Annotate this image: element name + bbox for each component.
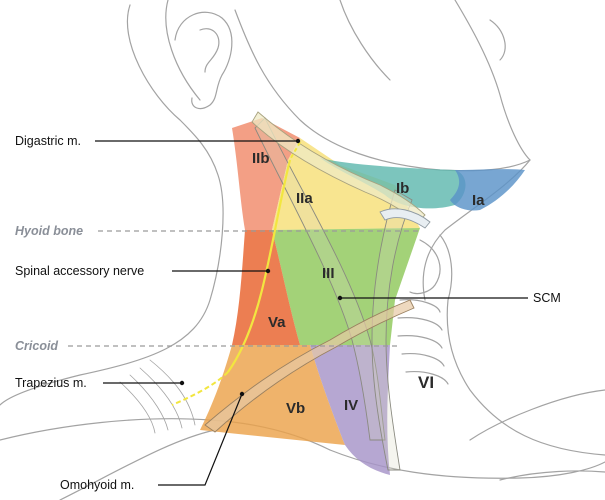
hyoid-bone-label: Hyoid bone <box>15 224 83 238</box>
level-va-label: Va <box>268 314 286 331</box>
level-iia-label: IIa <box>296 190 313 207</box>
omohyoid-label: Omohyoid m. <box>60 478 134 492</box>
digastric-label: Digastric m. <box>15 134 81 148</box>
trapezius-label: Trapezius m. <box>15 376 87 390</box>
level-iv-label: IV <box>344 397 358 414</box>
level-vi-label: VI <box>418 373 434 392</box>
level-vb-label: Vb <box>286 400 305 417</box>
spinal-accessory-nerve-label: Spinal accessory nerve <box>15 264 144 278</box>
level-ib-label: Ib <box>396 180 409 197</box>
cricoid-label: Cricoid <box>15 339 58 353</box>
level-ia-label: Ia <box>472 192 485 209</box>
scm-label: SCM <box>533 291 561 305</box>
level-iib-label: IIb <box>252 150 270 167</box>
level-ia-region <box>450 169 525 210</box>
lymph-node-levels <box>200 118 525 475</box>
level-iii-label: III <box>322 265 335 282</box>
